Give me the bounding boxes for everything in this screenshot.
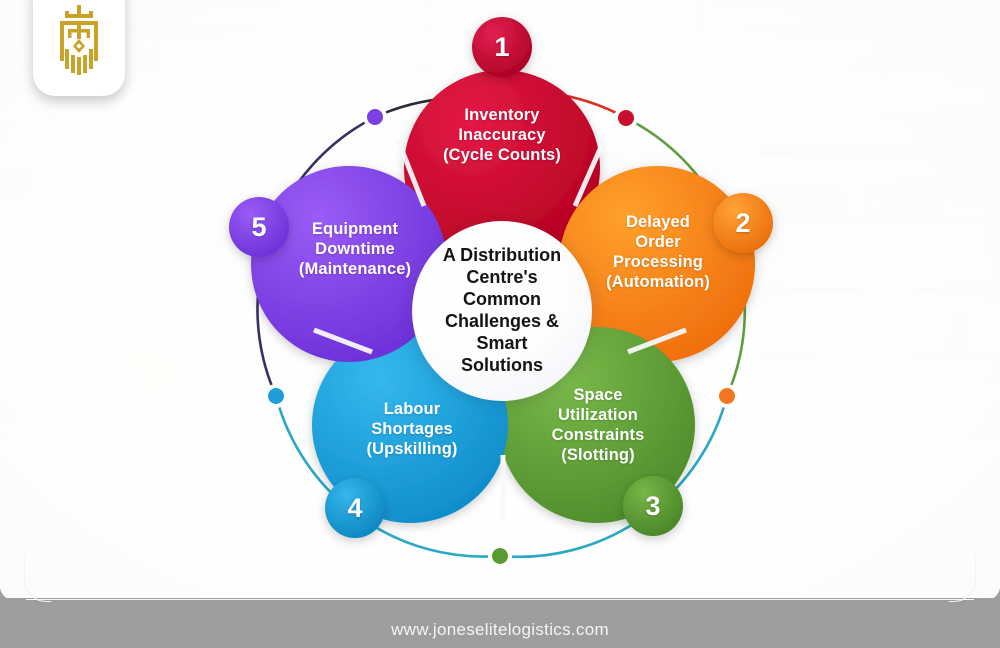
badge-4-number[interactable]: 4	[347, 492, 363, 523]
badge-1-number[interactable]: 1	[494, 31, 510, 62]
jones-elite-logistics-emblem-icon	[60, 5, 98, 75]
badge-3-shape[interactable]	[623, 476, 683, 536]
brand-logo-card[interactable]	[33, 0, 125, 96]
badge-3-number[interactable]: 3	[645, 490, 661, 521]
lobe-5-shape[interactable]	[251, 166, 447, 362]
hub-line-4: Challenges &	[444, 311, 559, 331]
center-hub: A Distribution Centre's Common Challenge…	[412, 221, 592, 401]
site-url[interactable]: www.joneselitelogistics.com	[391, 620, 609, 639]
lobe-1-shape[interactable]	[404, 70, 600, 266]
footer-band	[0, 598, 1000, 648]
badge-5-number[interactable]: 5	[251, 211, 267, 242]
hub-line-1: A Distribution	[442, 245, 562, 266]
badge-1-shape[interactable]	[472, 17, 532, 77]
footer-divider-line	[26, 599, 974, 600]
node-2-dot[interactable]	[719, 388, 735, 404]
lobe-separators	[313, 138, 687, 520]
hub-line-3: Common	[462, 289, 541, 310]
node-5-dot[interactable]	[367, 109, 383, 125]
badge-4-shape[interactable]	[325, 478, 385, 538]
node-1-dot[interactable]	[618, 110, 634, 126]
node-4-dot[interactable]	[268, 388, 284, 404]
badge-5-shape[interactable]	[229, 197, 289, 257]
lobe-2-shape[interactable]	[559, 166, 755, 362]
diagram-svg	[229, 17, 773, 568]
petal-lobes	[251, 70, 755, 523]
center-hub-text: A Distribution Centre's Common Challenge…	[443, 245, 561, 377]
number-badges	[229, 17, 773, 538]
ring-nodes	[264, 105, 739, 568]
hub-line-6: Solutions	[460, 354, 543, 375]
badge-2-shape[interactable]	[713, 193, 773, 253]
hub-line-2: Centre's	[466, 267, 538, 288]
hub-line-5: Smart	[476, 332, 528, 353]
challenges-solutions-diagram: Inventory Inaccuracy (Cycle Counts) Dela…	[229, 17, 773, 568]
node-3-dot[interactable]	[492, 548, 508, 564]
badge-2-number[interactable]: 2	[735, 207, 751, 238]
